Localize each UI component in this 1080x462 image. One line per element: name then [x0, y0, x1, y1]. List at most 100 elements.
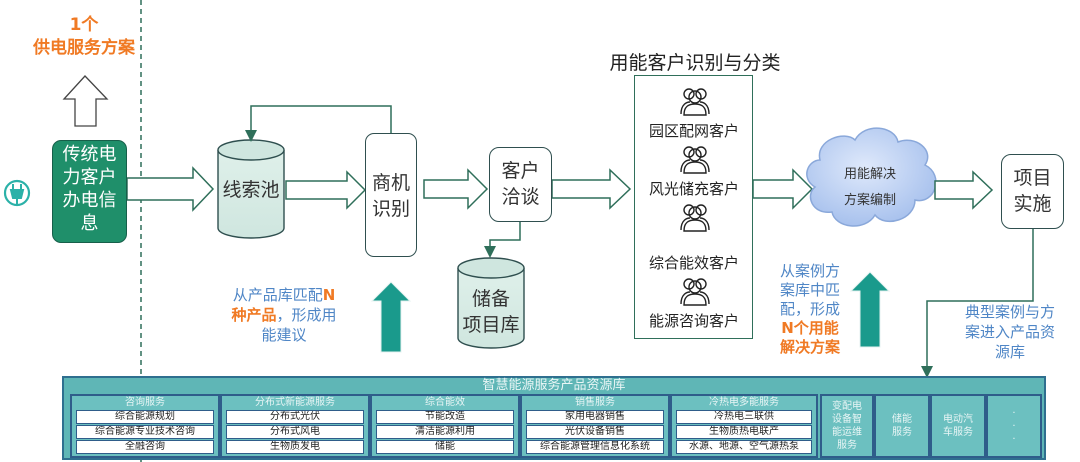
category-item: 清洁能源利用	[376, 425, 514, 439]
annotation-highlight: N个用能	[781, 319, 839, 337]
service-line: 电动汽	[943, 414, 973, 425]
annotation-text: 案进入产品资	[964, 323, 1055, 341]
solution-line: 方案编制	[843, 193, 896, 208]
ellipsis-dot: ·	[1012, 433, 1016, 445]
source-line: 力客户	[62, 167, 117, 188]
library-standalone-service: 储能 服务	[874, 394, 930, 458]
category-header: 销售服务	[575, 397, 615, 408]
source-line: 办电信	[62, 190, 117, 211]
service-line: 能运维	[832, 427, 862, 438]
loop-back-line	[245, 105, 392, 142]
classification-title: 用能客户识别与分类	[609, 52, 781, 74]
lead-pool-label: 线索池	[222, 179, 280, 201]
library-category: 综合能效 节能改造 清洁能源利用 储能	[370, 394, 520, 458]
negotiation-line: 客户	[501, 160, 540, 182]
teal-up-arrow-product	[370, 281, 412, 353]
category-item: 综合能源规划	[76, 410, 214, 424]
category-item: 储能	[376, 440, 514, 454]
reserve-label: 储备 项目库	[458, 286, 524, 338]
category-item: 分布式光伏	[226, 410, 364, 424]
category-item: 综合能源管理信息化系统	[526, 440, 664, 454]
annotation-highlight: 解决方案	[779, 338, 840, 356]
plug-icon	[3, 179, 31, 207]
category-header: 综合能效	[425, 397, 465, 408]
annotation-text: 源库	[994, 343, 1025, 361]
source-node: 传统电 力客户 办电信 息	[52, 140, 127, 243]
library-category: 销售服务 家用电器销售 光伏设备销售 综合能源管理信息化系统	[520, 394, 670, 458]
library-category: 冷热电多能服务 冷热电三联供 生物质热电联产 水源、地源、空气源热泵	[670, 394, 818, 458]
annotation-text: 从案例方	[779, 262, 840, 280]
service-line: 服务	[892, 427, 912, 438]
annotation-highlight: N	[322, 286, 336, 304]
source-line: 传统电	[62, 144, 117, 165]
reserve-line: 项目库	[462, 314, 520, 336]
customer-group-icon	[680, 88, 710, 116]
annotation-text: 典型案例与方	[964, 303, 1055, 321]
category-item: 生物质发电	[226, 440, 364, 454]
result-count: 1个	[69, 15, 99, 35]
solution-line: 用能解决	[843, 167, 896, 182]
flow-arrow-pool-to-opportunity	[285, 170, 367, 210]
category-item: 光伏设备销售	[526, 425, 664, 439]
library-standalone-service: 电动汽 车服务	[930, 394, 986, 458]
flow-arrow-classification-to-solution	[752, 168, 814, 210]
customer-type-label: 能源咨询客户	[648, 312, 739, 330]
teal-up-arrow-case	[849, 271, 891, 348]
category-item: 全融咨询	[76, 440, 214, 454]
flow-arrow-opportunity-to-negotiation	[423, 168, 489, 210]
case-match-annotation: 从案例方 案库中匹 配，形成 N个用能 解决方案	[770, 262, 850, 357]
annotation-text: ，形成用	[276, 306, 337, 324]
annotation-highlight: 种产品	[231, 306, 277, 324]
customer-group-icon	[680, 204, 710, 232]
service-line: 服务	[837, 440, 857, 451]
library-standalone-service: 变配电 设备智 能运维 服务	[820, 394, 874, 458]
source-line: 息	[80, 213, 99, 234]
category-item: 家用电器销售	[526, 410, 664, 424]
opportunity-line: 识别	[371, 198, 410, 220]
feedback-annotation: 典型案例与方 案进入产品资 源库	[945, 302, 1075, 362]
service-line: 储能	[892, 414, 912, 425]
category-item: 综合能源专业技术咨询	[76, 425, 214, 439]
solution-label: 用能解决 方案编制	[820, 162, 920, 214]
negotiation-node: 客户 洽谈	[489, 147, 552, 222]
library-title: 智慧能源服务产品资源库	[482, 378, 626, 393]
annotation-text: 从产品库匹配	[232, 286, 323, 304]
annotation-text: 能建议	[261, 326, 307, 344]
category-item: 水源、地源、空气源热泵	[676, 440, 812, 454]
lead-pool-cylinder	[217, 139, 285, 239]
product-match-annotation: 从产品库匹配N 种产品，形成用 能建议	[214, 285, 354, 345]
solution-cloud	[806, 127, 937, 227]
annotation-text: 配，形成	[779, 300, 840, 318]
reserve-line: 储备	[471, 288, 510, 310]
up-outline-arrow	[62, 75, 109, 127]
product-resource-library: 智慧能源服务产品资源库 咨询服务 综合能源规划 综合能源专业技术咨询 全融咨询 …	[62, 376, 1046, 460]
implementation-line: 实施	[1013, 193, 1052, 215]
flow-arrow-source-to-pool	[126, 166, 215, 212]
category-item: 生物质热电联产	[676, 425, 812, 439]
customer-type-label: 风光储充客户	[648, 180, 739, 198]
negotiation-to-reserve-line	[484, 222, 521, 258]
service-line: 车服务	[943, 427, 973, 438]
library-more-ellipsis: · · ·	[986, 394, 1042, 458]
customer-type-label: 园区配网客户	[648, 122, 739, 140]
result-title: 供电服务方案	[33, 38, 135, 58]
implementation-node: 项目 实施	[1001, 154, 1064, 229]
category-item: 节能改造	[376, 410, 514, 424]
category-item: 分布式风电	[226, 425, 364, 439]
customer-group-icon	[680, 146, 710, 174]
customer-type-label: 综合能效客户	[648, 254, 739, 272]
flow-arrow-negotiation-to-classification	[551, 168, 632, 210]
category-header: 冷热电多能服务	[709, 397, 779, 408]
opportunity-node: 商机 识别	[365, 133, 417, 257]
category-header: 分布式新能源服务	[255, 397, 335, 408]
opportunity-line: 商机	[371, 172, 410, 194]
category-item: 冷热电三联供	[676, 410, 812, 424]
library-category: 分布式新能源服务 分布式光伏 分布式风电 生物质发电	[220, 394, 370, 458]
classification-box: 园区配网客户 风光储充客户 综合能效客户 能源咨询客户	[634, 75, 753, 339]
result-label: 1个 供电服务方案	[14, 14, 154, 60]
implementation-to-library-line	[921, 229, 1034, 378]
implementation-line: 项目	[1013, 167, 1052, 189]
library-category: 咨询服务 综合能源规划 综合能源专业技术咨询 全融咨询	[70, 394, 220, 458]
category-header: 咨询服务	[125, 397, 165, 408]
